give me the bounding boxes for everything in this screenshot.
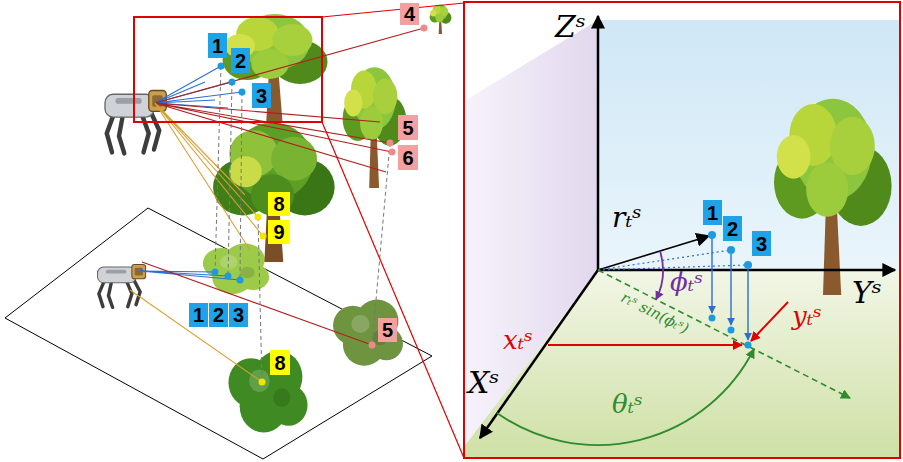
- angle-label: θₜˢ: [612, 390, 643, 419]
- callout-number: 9: [268, 220, 290, 244]
- callout-text: 1: [193, 305, 204, 325]
- callout-text: 3: [756, 234, 767, 254]
- angle-label: ϕₜˢ: [670, 268, 703, 297]
- callout-number: 1: [703, 200, 722, 225]
- callout-number: 8: [270, 350, 290, 375]
- callout-text: 3: [233, 305, 244, 325]
- callout-text: 3: [256, 86, 267, 106]
- callout-text: 5: [382, 320, 393, 340]
- callout-number: 5: [398, 115, 418, 140]
- callout-number: 2: [231, 48, 250, 73]
- callout-number: 3: [752, 231, 771, 256]
- callout-number: 1: [208, 33, 227, 58]
- callout-text: 2: [727, 219, 738, 239]
- axis-label: Xˢ: [468, 366, 499, 399]
- callout-number: 8: [268, 192, 290, 216]
- callout-number: 3: [229, 303, 248, 327]
- axis-label: Yˢ: [852, 276, 882, 309]
- callout-number: 2: [209, 303, 228, 327]
- callout-number: 4: [400, 3, 419, 25]
- callout-text: 6: [402, 148, 413, 168]
- callout-text: 2: [213, 305, 224, 325]
- callout-number: 1: [189, 303, 208, 327]
- coordinate-label: xₜˢ: [503, 326, 533, 355]
- callout-text: 1: [212, 36, 223, 56]
- callout-number: 5: [378, 318, 397, 342]
- callout-text: 8: [273, 194, 284, 214]
- callout-text: 4: [404, 4, 415, 24]
- callout-number: 2: [723, 216, 742, 241]
- callout-number: 3: [252, 83, 271, 108]
- callout-number: 6: [398, 145, 418, 170]
- callout-text: 5: [402, 118, 413, 138]
- callout-text: 9: [273, 222, 284, 242]
- callout-text: 1: [707, 203, 718, 223]
- coordinate-label: yₜˢ: [792, 302, 822, 331]
- range-label: rₜˢ: [612, 203, 642, 234]
- callout-text: 2: [235, 51, 246, 71]
- callout-text: 8: [274, 353, 285, 373]
- axis-label: Zˢ: [555, 10, 586, 43]
